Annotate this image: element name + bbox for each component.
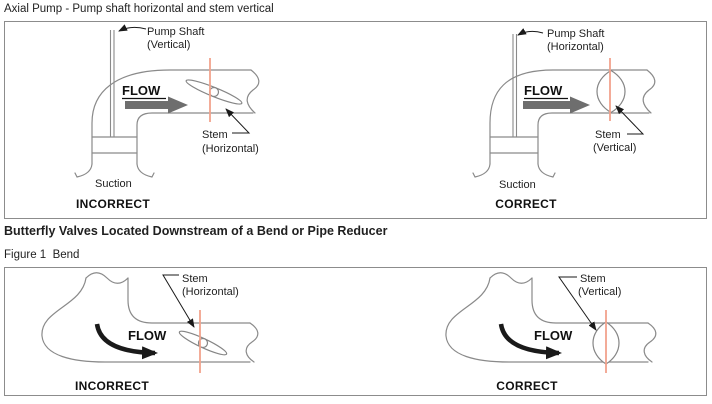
- stem-label-line1: Stem: [182, 273, 208, 285]
- pipe-break-symbol: [642, 69, 656, 114]
- flow-label: FLOW: [122, 83, 161, 98]
- pipe-break-symbol-right: [643, 322, 657, 363]
- verdict-label-incorrect: INCORRECT: [75, 379, 149, 393]
- verdict-label-correct: CORRECT: [495, 197, 557, 211]
- pipe-bend-outer-outline: [445, 277, 649, 363]
- pipe-break-symbol-top: [85, 272, 129, 284]
- pipe-break-symbol: [246, 69, 260, 114]
- pipe-break-symbol-top: [489, 272, 533, 284]
- stem-label-line2: (Horizontal): [202, 143, 259, 155]
- flow-curved-arrow: [498, 323, 562, 360]
- stem-label-line1: Stem: [595, 129, 621, 141]
- verdict-label-incorrect: INCORRECT: [76, 197, 150, 211]
- axial-pump-figure-panel: FLOW Pump Shaft (Vertical) Stem (Horizon…: [4, 21, 707, 219]
- pump-shaft-label-line2: (Vertical): [147, 39, 190, 51]
- suction-bell-mouth: [472, 163, 556, 178]
- pipe-break-symbol-right: [245, 322, 259, 363]
- pump-shaft-leader-arrow: [517, 28, 544, 36]
- suction-label: Suction: [95, 178, 132, 190]
- pipe-inner-outline: [136, 112, 254, 165]
- stem-label-line2: (Vertical): [578, 286, 621, 298]
- flow-arrow: [125, 96, 188, 114]
- axial-pump-correct-diagram: FLOW Pump Shaft (Horizontal) Stem (Verti…: [472, 28, 656, 211]
- pump-shaft-label-line2: (Horizontal): [547, 41, 604, 53]
- flow-label: FLOW: [128, 328, 167, 343]
- axial-pump-figure: FLOW Pump Shaft (Vertical) Stem (Horizon…: [74, 24, 656, 211]
- figure-caption: Figure 1 Bend: [4, 249, 80, 261]
- flow-curved-arrow: [94, 323, 158, 360]
- pump-shaft-label-line1: Pump Shaft: [547, 28, 604, 40]
- pump-body-flanges: [489, 136, 539, 154]
- stem-label-line2: (Horizontal): [182, 286, 239, 298]
- bend-correct-diagram: FLOW Stem (Vertical) CORRECT: [445, 272, 657, 393]
- pump-shaft-label-line1: Pump Shaft: [147, 26, 204, 38]
- butterfly-disc-edge-on: [596, 69, 626, 114]
- stem-label-line1: Stem: [580, 273, 606, 285]
- pipe-inner-outline: [537, 112, 650, 165]
- suction-label: Suction: [499, 179, 536, 191]
- pipe-elbow-outline: [489, 69, 648, 165]
- flow-arrow: [523, 96, 590, 114]
- pump-shaft-lines: [512, 34, 518, 137]
- axial-pump-section-title: Axial Pump - Pump shaft horizontal and s…: [4, 3, 274, 15]
- stem-label-line1: Stem: [202, 129, 228, 141]
- pipe-bend-inner-outline: [127, 277, 251, 324]
- stem-leader-arrow: [162, 274, 195, 328]
- stem-label-line2: (Vertical): [593, 142, 636, 154]
- pipe-bend-outer-outline: [41, 277, 251, 363]
- stem-leader-arrow: [558, 276, 597, 331]
- butterfly-section-heading: Butterfly Valves Located Downstream of a…: [4, 224, 388, 238]
- verdict-label-correct: CORRECT: [496, 379, 558, 393]
- bend-figure-panel: FLOW Stem (Horizontal) INCORRECT FLOW St…: [4, 267, 707, 396]
- pump-shaft-lines: [109, 30, 115, 137]
- stem-leader-arrow: [225, 108, 251, 134]
- flow-label: FLOW: [524, 83, 563, 98]
- bend-figure: FLOW Stem (Horizontal) INCORRECT FLOW St…: [41, 272, 657, 393]
- flow-label: FLOW: [534, 328, 573, 343]
- pump-shaft-leader-arrow: [118, 24, 147, 32]
- bend-incorrect-diagram: FLOW Stem (Horizontal) INCORRECT: [41, 272, 259, 393]
- suction-bell-mouth: [74, 163, 155, 178]
- stem-leader-arrow: [615, 105, 645, 135]
- pump-body-flanges: [91, 136, 138, 154]
- pipe-bend-inner-outline: [531, 277, 649, 324]
- axial-pump-incorrect-diagram: FLOW Pump Shaft (Vertical) Stem (Horizon…: [74, 24, 260, 211]
